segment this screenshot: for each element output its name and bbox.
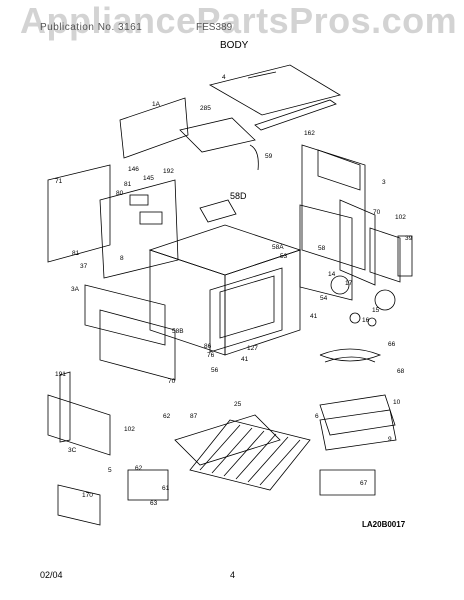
publication-header: Publication No. 3161: [40, 22, 143, 33]
control-bracket: [99, 179, 179, 279]
lower-front-panel: [99, 309, 176, 381]
callout-59: 59: [265, 153, 273, 160]
duct: [249, 144, 259, 171]
callout-15: 15: [372, 307, 380, 314]
callout-145: 145: [143, 175, 154, 182]
callout-102b: 102: [124, 426, 135, 433]
callout-58b: 58B: [172, 328, 184, 335]
broiler-pan: [319, 409, 397, 451]
hinge-box: [127, 469, 169, 501]
insulation-pad: [179, 117, 256, 153]
callout-70a: 70: [373, 209, 381, 216]
callout-61: 61: [162, 485, 170, 492]
left-rear-panel: [47, 164, 111, 263]
callout-54: 54: [320, 295, 328, 302]
callout-81b: 81: [72, 250, 80, 257]
callout-10: 10: [393, 399, 401, 406]
callout-81a: 81: [124, 181, 132, 188]
callout-41b: 41: [241, 356, 249, 363]
callout-63: 63: [150, 500, 158, 507]
watermark: AppliancePartsPros.com: [20, 0, 458, 41]
door-frame: [209, 267, 283, 353]
callout-86: 86: [204, 343, 212, 350]
callout-53: 53: [280, 253, 288, 260]
thermostat: [330, 275, 350, 295]
callout-16: 16: [362, 317, 370, 324]
callout-87: 87: [190, 413, 198, 420]
right-side-panel: [301, 144, 366, 271]
callout-3: 3: [382, 179, 386, 186]
callout-67: 67: [360, 480, 368, 487]
right-bracket: [369, 227, 401, 283]
bake-element: [319, 469, 376, 496]
callout-3c: 3C: [68, 447, 77, 454]
broiler-pan-insert: [319, 394, 396, 436]
callout-58a: 58A: [272, 244, 284, 251]
callout-9: 9: [388, 436, 392, 443]
callout-8: 8: [120, 255, 124, 262]
top-bracket: [119, 97, 189, 159]
oven-bottom: [174, 414, 281, 466]
callout-62b: 62: [135, 465, 143, 472]
callout-14: 14: [328, 271, 336, 278]
lower-left-panel: [84, 284, 166, 346]
drawer-glide: [57, 484, 101, 526]
callout-162: 162: [304, 130, 315, 137]
oven-insulation: [199, 199, 237, 223]
callout-39: 39: [405, 235, 413, 242]
callout-6: 6: [315, 413, 319, 420]
callout-102a: 102: [395, 214, 406, 221]
switch: [374, 289, 396, 311]
footer-date: 02/04: [40, 570, 63, 580]
footer-page: 4: [230, 570, 236, 580]
bottom-bracket: [47, 394, 111, 456]
callout-4: 4: [222, 74, 226, 81]
broil-element: [319, 348, 382, 363]
callout-56: 56: [211, 367, 219, 374]
callout-5: 5: [108, 467, 112, 474]
model-header: FES389: [196, 22, 233, 33]
callout-3a: 3A: [71, 286, 80, 293]
callout-58d: 58D: [230, 191, 247, 201]
callout-41a: 41: [310, 313, 318, 320]
side-panel-70: [339, 199, 376, 286]
callout-70b: 70: [168, 378, 176, 385]
drawing-code: LA20B0017: [362, 520, 406, 529]
callout-62a: 62: [163, 413, 171, 420]
callout-1a: 1A: [152, 101, 161, 108]
callout-191: 191: [55, 371, 66, 378]
callout-80: 80: [116, 190, 124, 197]
rear-trim: [254, 99, 337, 131]
callout-192: 192: [163, 168, 174, 175]
callout-76: 76: [207, 352, 215, 359]
callout-285: 285: [200, 105, 211, 112]
callout-170: 170: [82, 492, 93, 499]
oven-rack: [189, 419, 311, 491]
callout-146: 146: [128, 166, 139, 173]
callout-127: 127: [247, 345, 258, 352]
callout-68: 68: [397, 368, 405, 375]
callout-17: 17: [345, 280, 353, 287]
top-panel: [208, 64, 342, 116]
callout-58: 58: [318, 245, 326, 252]
callout-71: 71: [55, 178, 63, 185]
side-insulation: [299, 204, 353, 301]
callout-37: 37: [80, 263, 88, 270]
callout-25: 25: [234, 401, 242, 408]
callout-66: 66: [388, 341, 396, 348]
section-title: BODY: [220, 40, 249, 51]
